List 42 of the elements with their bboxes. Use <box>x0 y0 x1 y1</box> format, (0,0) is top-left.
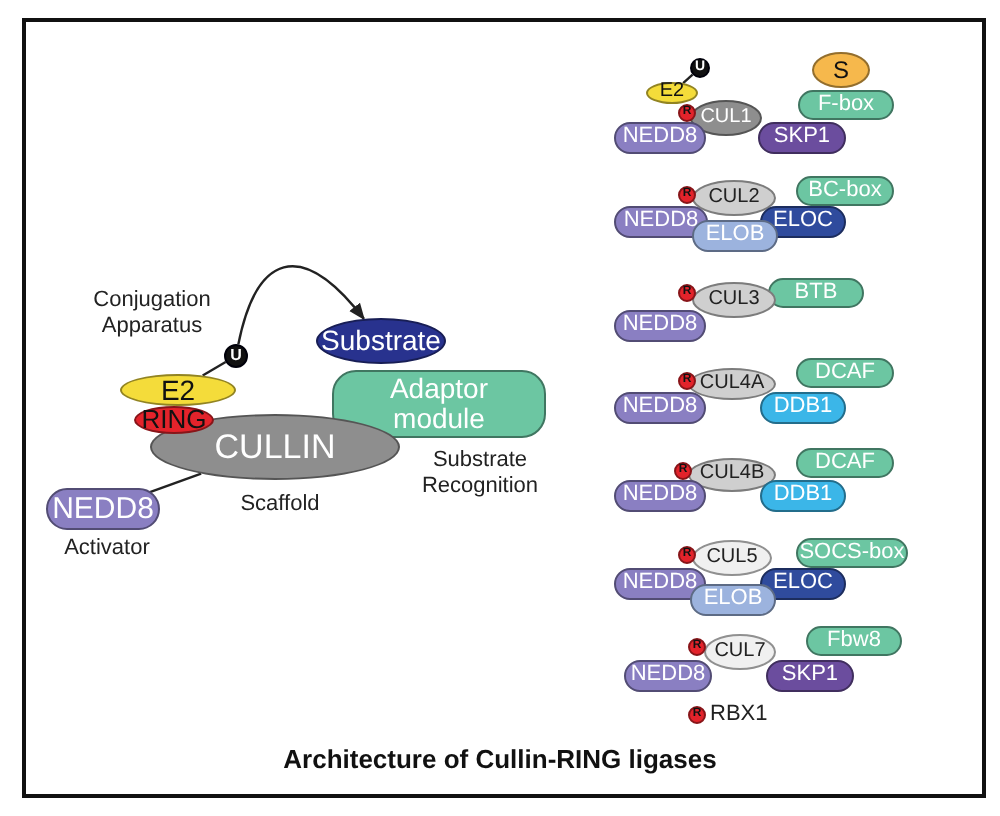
protein-domain: NEDD8 <box>614 392 706 424</box>
protein-domain: Adaptor module <box>332 370 546 438</box>
protein-domain: NEDD8 <box>614 206 708 238</box>
protein-ellipse: Substrate <box>316 318 446 364</box>
arrow <box>237 265 365 345</box>
annotation-label: Conjugation Apparatus <box>91 288 213 341</box>
caption-text: Scaffold <box>238 492 322 519</box>
protein-domain: NEDD8 <box>614 480 706 512</box>
protein-domain: DCAF <box>796 448 894 478</box>
protein-domain: NEDD8 <box>46 488 160 530</box>
caption-text: Substrate Recognition <box>419 448 541 501</box>
protein-domain: F-box <box>798 90 894 120</box>
protein-domain: BC-box <box>796 176 894 206</box>
protein-domain: ELOC <box>760 568 846 600</box>
protein-ellipse: CUL4A <box>688 368 776 400</box>
protein-domain: Fbw8 <box>806 626 902 656</box>
protein-domain: SKP1 <box>758 122 846 154</box>
protein-ellipse: E2 <box>646 82 698 104</box>
protein-ellipse: CUL5 <box>692 540 772 576</box>
protein-domain: NEDD8 <box>624 660 712 692</box>
protein-domain: DCAF <box>796 358 894 388</box>
protein-domain: DDB1 <box>760 392 846 424</box>
connector-line <box>202 361 227 377</box>
protein-domain: SKP1 <box>766 660 854 692</box>
protein-domain: ELOC <box>760 206 846 238</box>
protein-ellipse: CUL3 <box>692 282 776 318</box>
protein-domain: SOCS-box <box>796 538 908 568</box>
connector-line <box>682 73 694 84</box>
protein-ellipse: E2 <box>120 374 236 406</box>
protein-domain: DDB1 <box>760 480 846 512</box>
protein-domain: ELOB <box>690 584 776 616</box>
protein-domain: NEDD8 <box>614 568 706 600</box>
caption-text: RBX1 <box>710 702 770 729</box>
protein-domain: NEDD8 <box>614 122 706 154</box>
figure-title: Architecture of Cullin-RING ligases <box>281 744 719 774</box>
protein-ellipse: CUL7 <box>704 634 776 670</box>
protein-ellipse: RING <box>134 406 214 434</box>
marker-circle: U <box>224 344 248 368</box>
protein-domain: NEDD8 <box>614 310 706 342</box>
protein-domain: BTB <box>768 278 864 308</box>
protein-ellipse: S <box>812 52 870 88</box>
caption-text: Activator <box>62 536 152 563</box>
